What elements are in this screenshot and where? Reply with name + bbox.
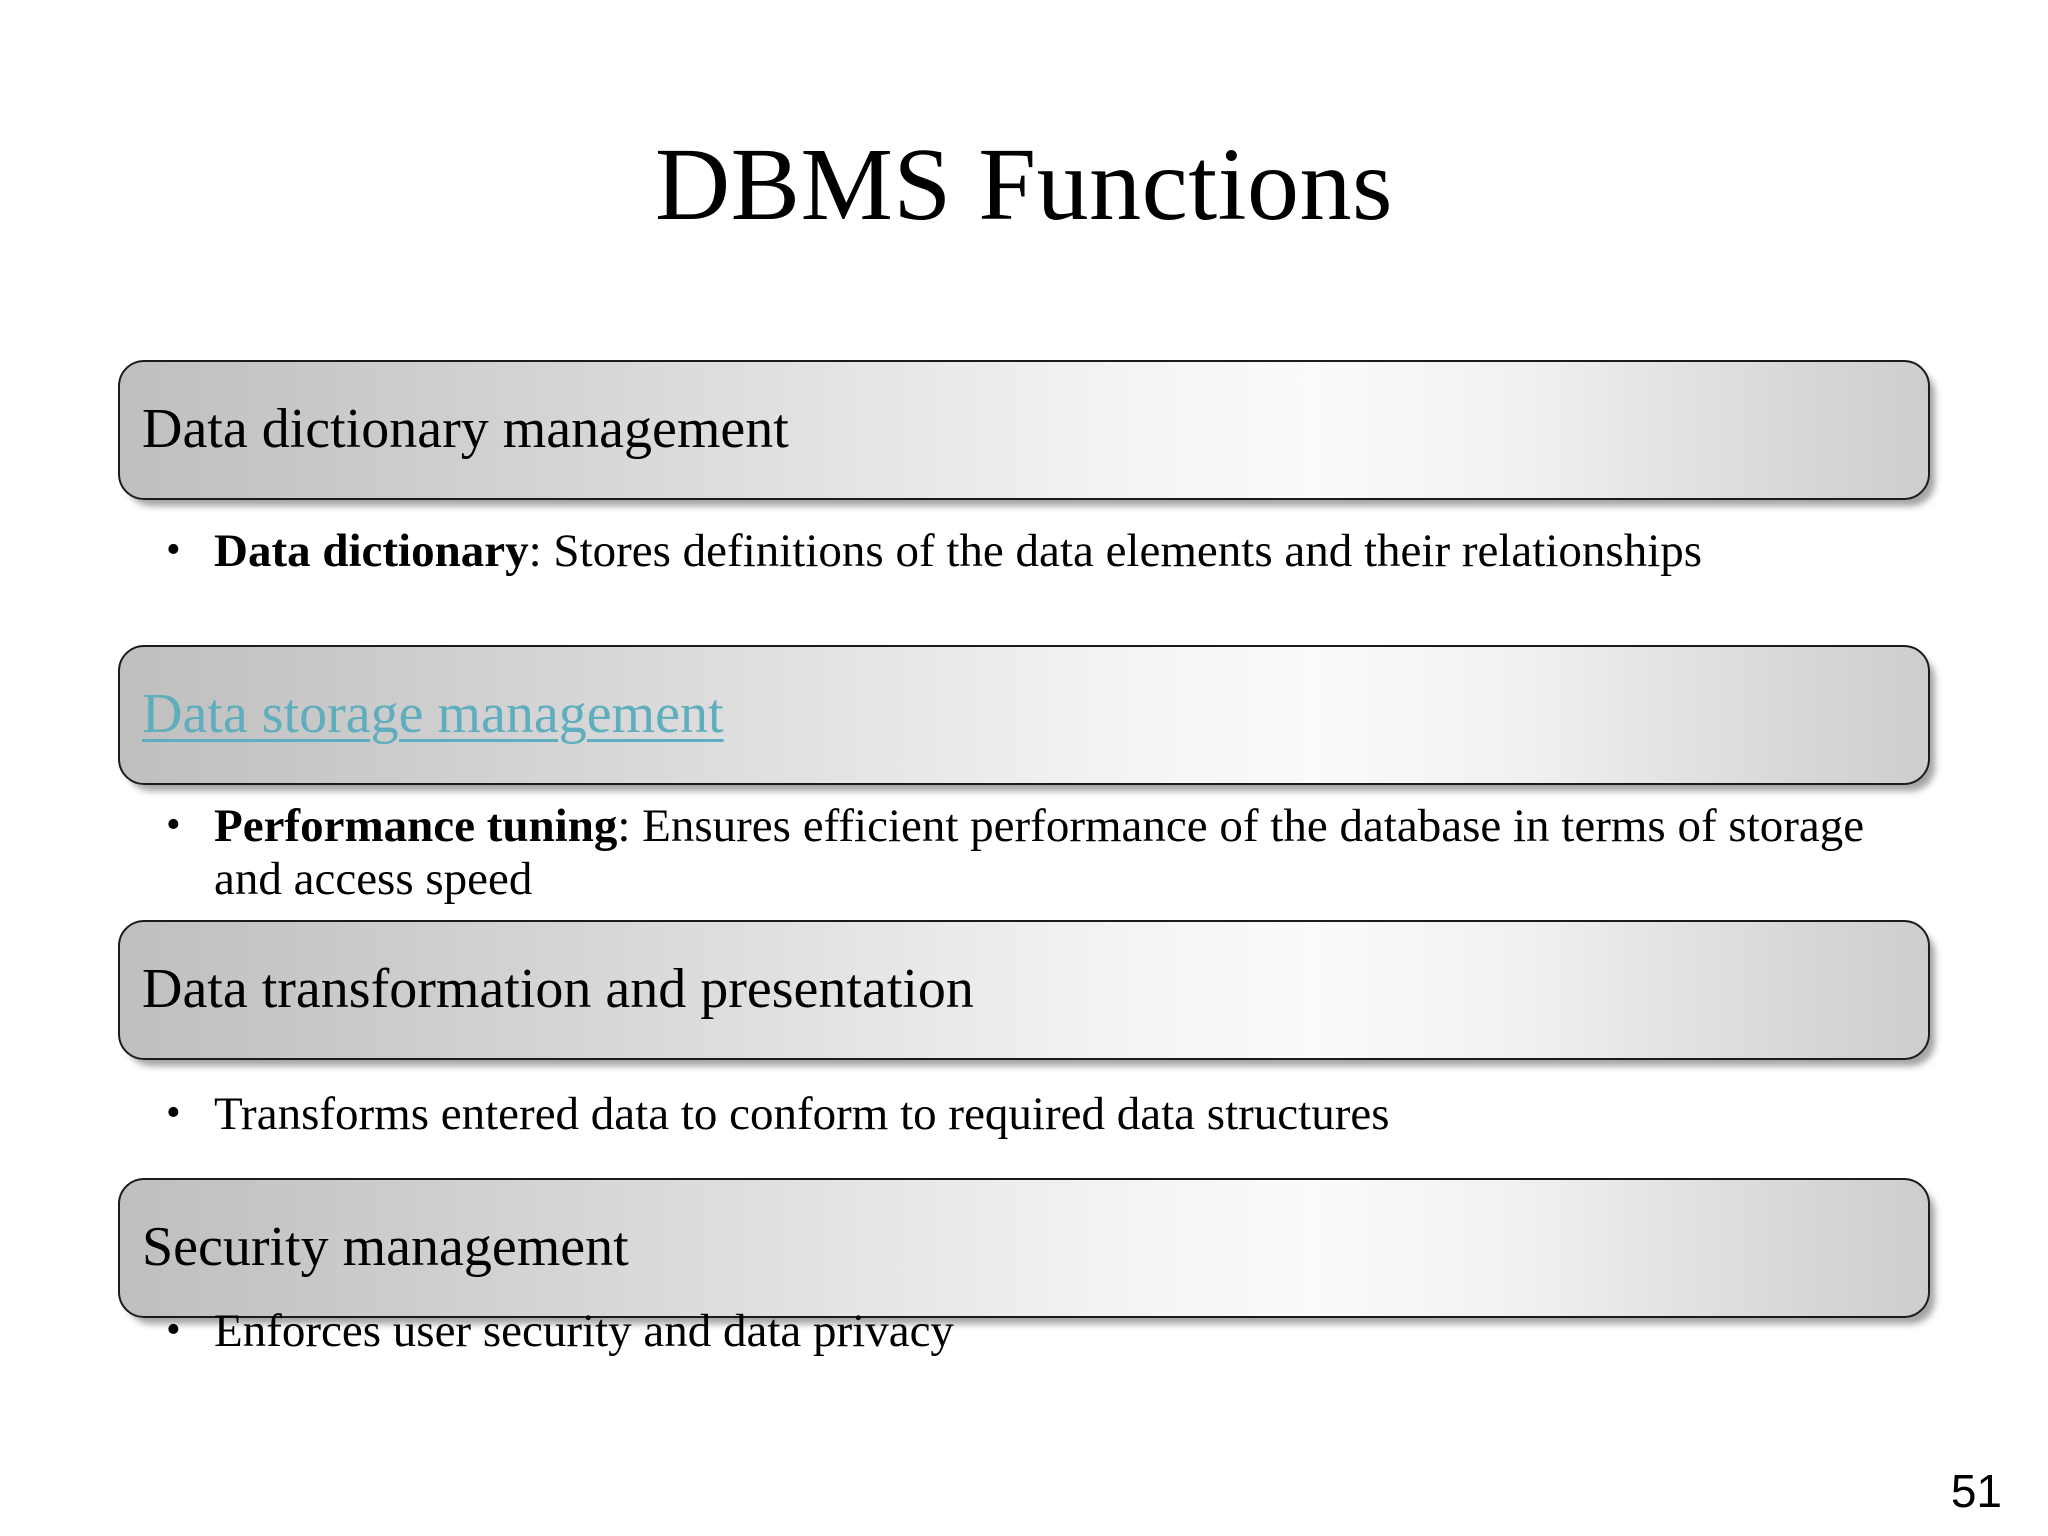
section-header-label: Data dictionary management xyxy=(142,398,789,461)
bullet-term: Data dictionary xyxy=(214,525,529,577)
bullet-text: Enforces user security and data privacy xyxy=(214,1305,1936,1358)
page-title: DBMS Functions xyxy=(654,127,1394,242)
bullet-term: Performance tuning xyxy=(214,800,618,852)
section-header-link[interactable]: Data storage management xyxy=(142,683,724,746)
bullet-description: : Ensures efficient performance of the d… xyxy=(214,800,1865,906)
section-header-bar-security-management: Security management xyxy=(118,1178,1930,1318)
list-item: • Transforms entered data to conform to … xyxy=(166,1088,1936,1141)
bullet-text: Transforms entered data to conform to re… xyxy=(214,1088,1936,1141)
bullet-dot-icon: • xyxy=(166,802,181,848)
bullet-description: Transforms entered data to conform to re… xyxy=(214,1088,1390,1140)
section-header-label: Data transformation and presentation xyxy=(142,958,974,1021)
section-header-bar-data-storage-management[interactable]: Data storage management xyxy=(118,645,1930,785)
bullet-description: Enforces user security and data privacy xyxy=(214,1305,954,1357)
bullet-dot-icon: • xyxy=(166,1090,181,1136)
bullet-dot-icon: • xyxy=(166,1307,181,1353)
bullet-text: Data dictionary: Stores definitions of t… xyxy=(214,525,1936,578)
list-item: • Enforces user security and data privac… xyxy=(166,1305,1936,1358)
list-item: • Performance tuning: Ensures efficient … xyxy=(166,800,1936,906)
bullet-dot-icon: • xyxy=(166,527,181,573)
bullet-text: Performance tuning: Ensures efficient pe… xyxy=(214,800,1936,906)
section-header-label: Security management xyxy=(142,1216,629,1279)
list-item: • Data dictionary: Stores definitions of… xyxy=(166,525,1936,578)
section-header-bar-data-transformation-and-presentation: Data transformation and presentation xyxy=(118,920,1930,1060)
bullet-description: : Stores definitions of the data element… xyxy=(528,525,1703,577)
section-header-bar-data-dictionary-management: Data dictionary management xyxy=(118,360,1930,500)
page-number: 51 xyxy=(1950,1465,2002,1517)
